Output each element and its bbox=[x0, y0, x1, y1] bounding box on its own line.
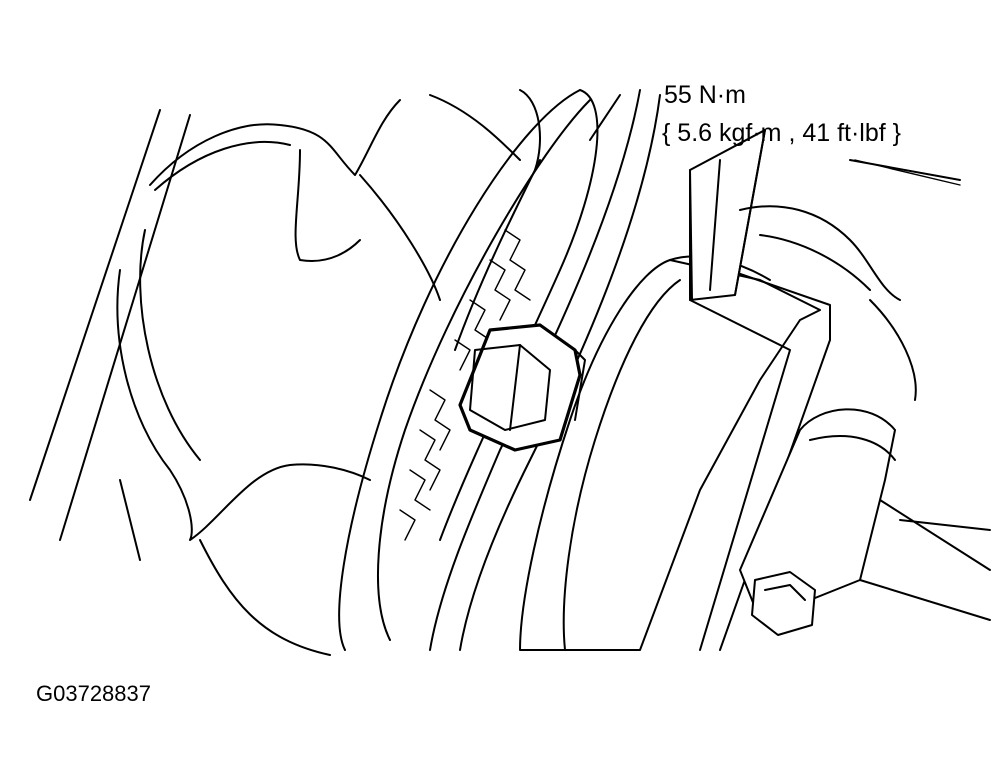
torque-value-label: 55 N·m bbox=[664, 81, 746, 109]
left-housing bbox=[29, 94, 521, 656]
torque-alt-units-label: { 5.6 kgf·m , 41 ft·lbf } bbox=[662, 119, 902, 147]
pulley-disc bbox=[338, 89, 599, 651]
torque-wrench-icon bbox=[689, 129, 766, 301]
figure-id: G03728837 bbox=[36, 681, 151, 706]
socket-extension bbox=[739, 408, 991, 621]
hex-bolt-icon bbox=[751, 571, 816, 636]
leader-line bbox=[854, 159, 961, 186]
right-casting bbox=[739, 159, 961, 401]
nut-icon bbox=[458, 323, 586, 452]
